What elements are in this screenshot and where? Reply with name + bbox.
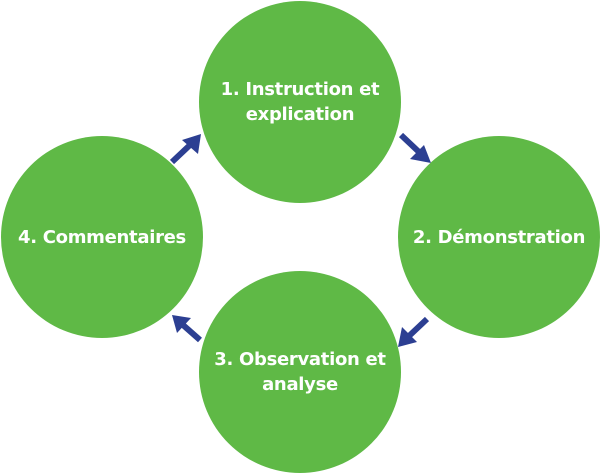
arrow-4-to-1 xyxy=(169,134,201,165)
step-3-node: 3. Observation et analyse xyxy=(199,271,401,473)
step-2-node: 2. Démonstration xyxy=(398,136,600,338)
arrow-1-to-2 xyxy=(398,132,431,163)
step-3-label: 3. Observation et analyse xyxy=(214,349,386,395)
step-2-label: 2. Démonstration xyxy=(412,226,586,248)
arrow-3-to-4 xyxy=(172,315,202,343)
step-1-node: 1. Instruction et explication xyxy=(199,1,401,203)
arrow-2-to-3 xyxy=(398,316,430,347)
step-1-label: 1. Instruction et explication xyxy=(220,79,380,125)
step-4-label: 4. Commentaires xyxy=(18,226,186,248)
step-4-node: 4. Commentaires xyxy=(1,136,203,338)
